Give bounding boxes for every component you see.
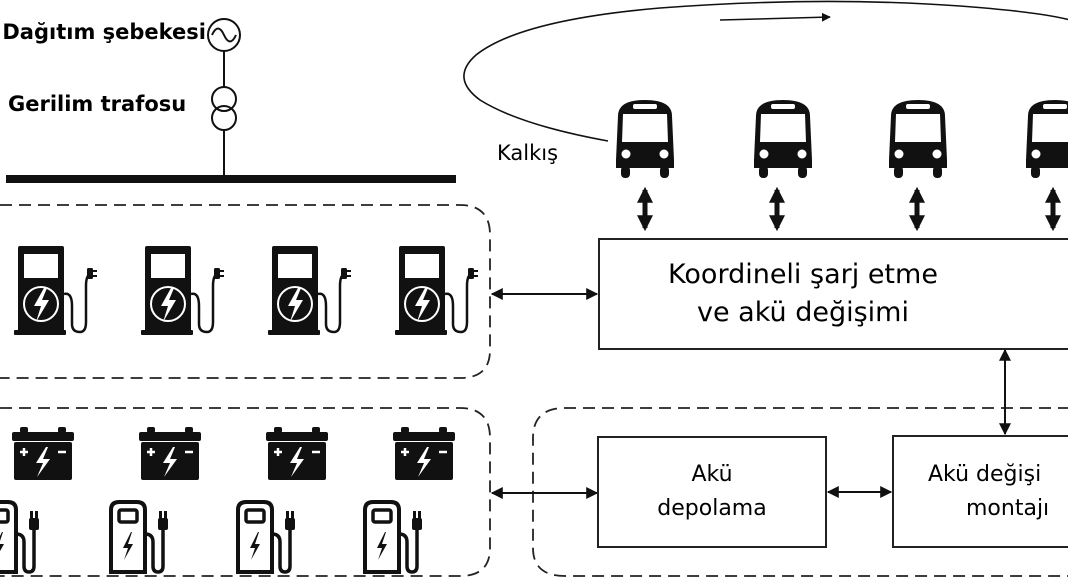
battery-icon	[391, 425, 457, 482]
departure-label: Kalkış	[497, 141, 559, 165]
coordination-line1: Koordineli şarj etme	[668, 259, 938, 290]
ev-charger-outline-icon	[236, 500, 297, 574]
transformer-label: Gerilim trafosu	[8, 92, 187, 116]
ev-charger-outline-icon	[109, 500, 170, 574]
battery-storage-box: Akü depolama	[597, 436, 827, 548]
coordination-line2: ve akü değişimi	[697, 297, 909, 328]
storage-line2: depolama	[657, 496, 767, 521]
ev-charger-filled-icon	[139, 244, 226, 337]
grid-source-label: Dağıtım şebekesi	[2, 20, 206, 44]
ac-source-icon	[207, 18, 241, 52]
storage-line1: Akü	[691, 462, 733, 487]
swap-line1: Akü değişi	[928, 461, 1042, 487]
battery-icon	[137, 425, 203, 482]
swap-line2: montajı	[966, 495, 1050, 521]
ev-charger-outline-icon	[0, 500, 41, 574]
battery-icon	[10, 425, 76, 482]
battery-swap-box: Akü değişi montajı	[892, 435, 1068, 548]
route-direction-arrow	[719, 12, 831, 22]
ev-charger-filled-icon	[266, 244, 353, 337]
bus-icon	[889, 100, 947, 178]
coordination-box: Koordineli şarj etme ve akü değişimi	[598, 238, 1068, 350]
ev-charger-filled-icon	[12, 244, 99, 337]
bus-icon	[616, 100, 674, 178]
bus-icon	[1026, 100, 1068, 178]
battery-charger-group	[0, 407, 491, 577]
transformer-icon	[211, 86, 237, 131]
ev-charger-outline-icon	[363, 500, 424, 574]
battery-icon	[264, 425, 330, 482]
busbar	[6, 175, 456, 183]
ev-charger-filled-icon	[393, 244, 480, 337]
route-loop	[463, 0, 1068, 142]
bus-icon	[754, 100, 812, 178]
